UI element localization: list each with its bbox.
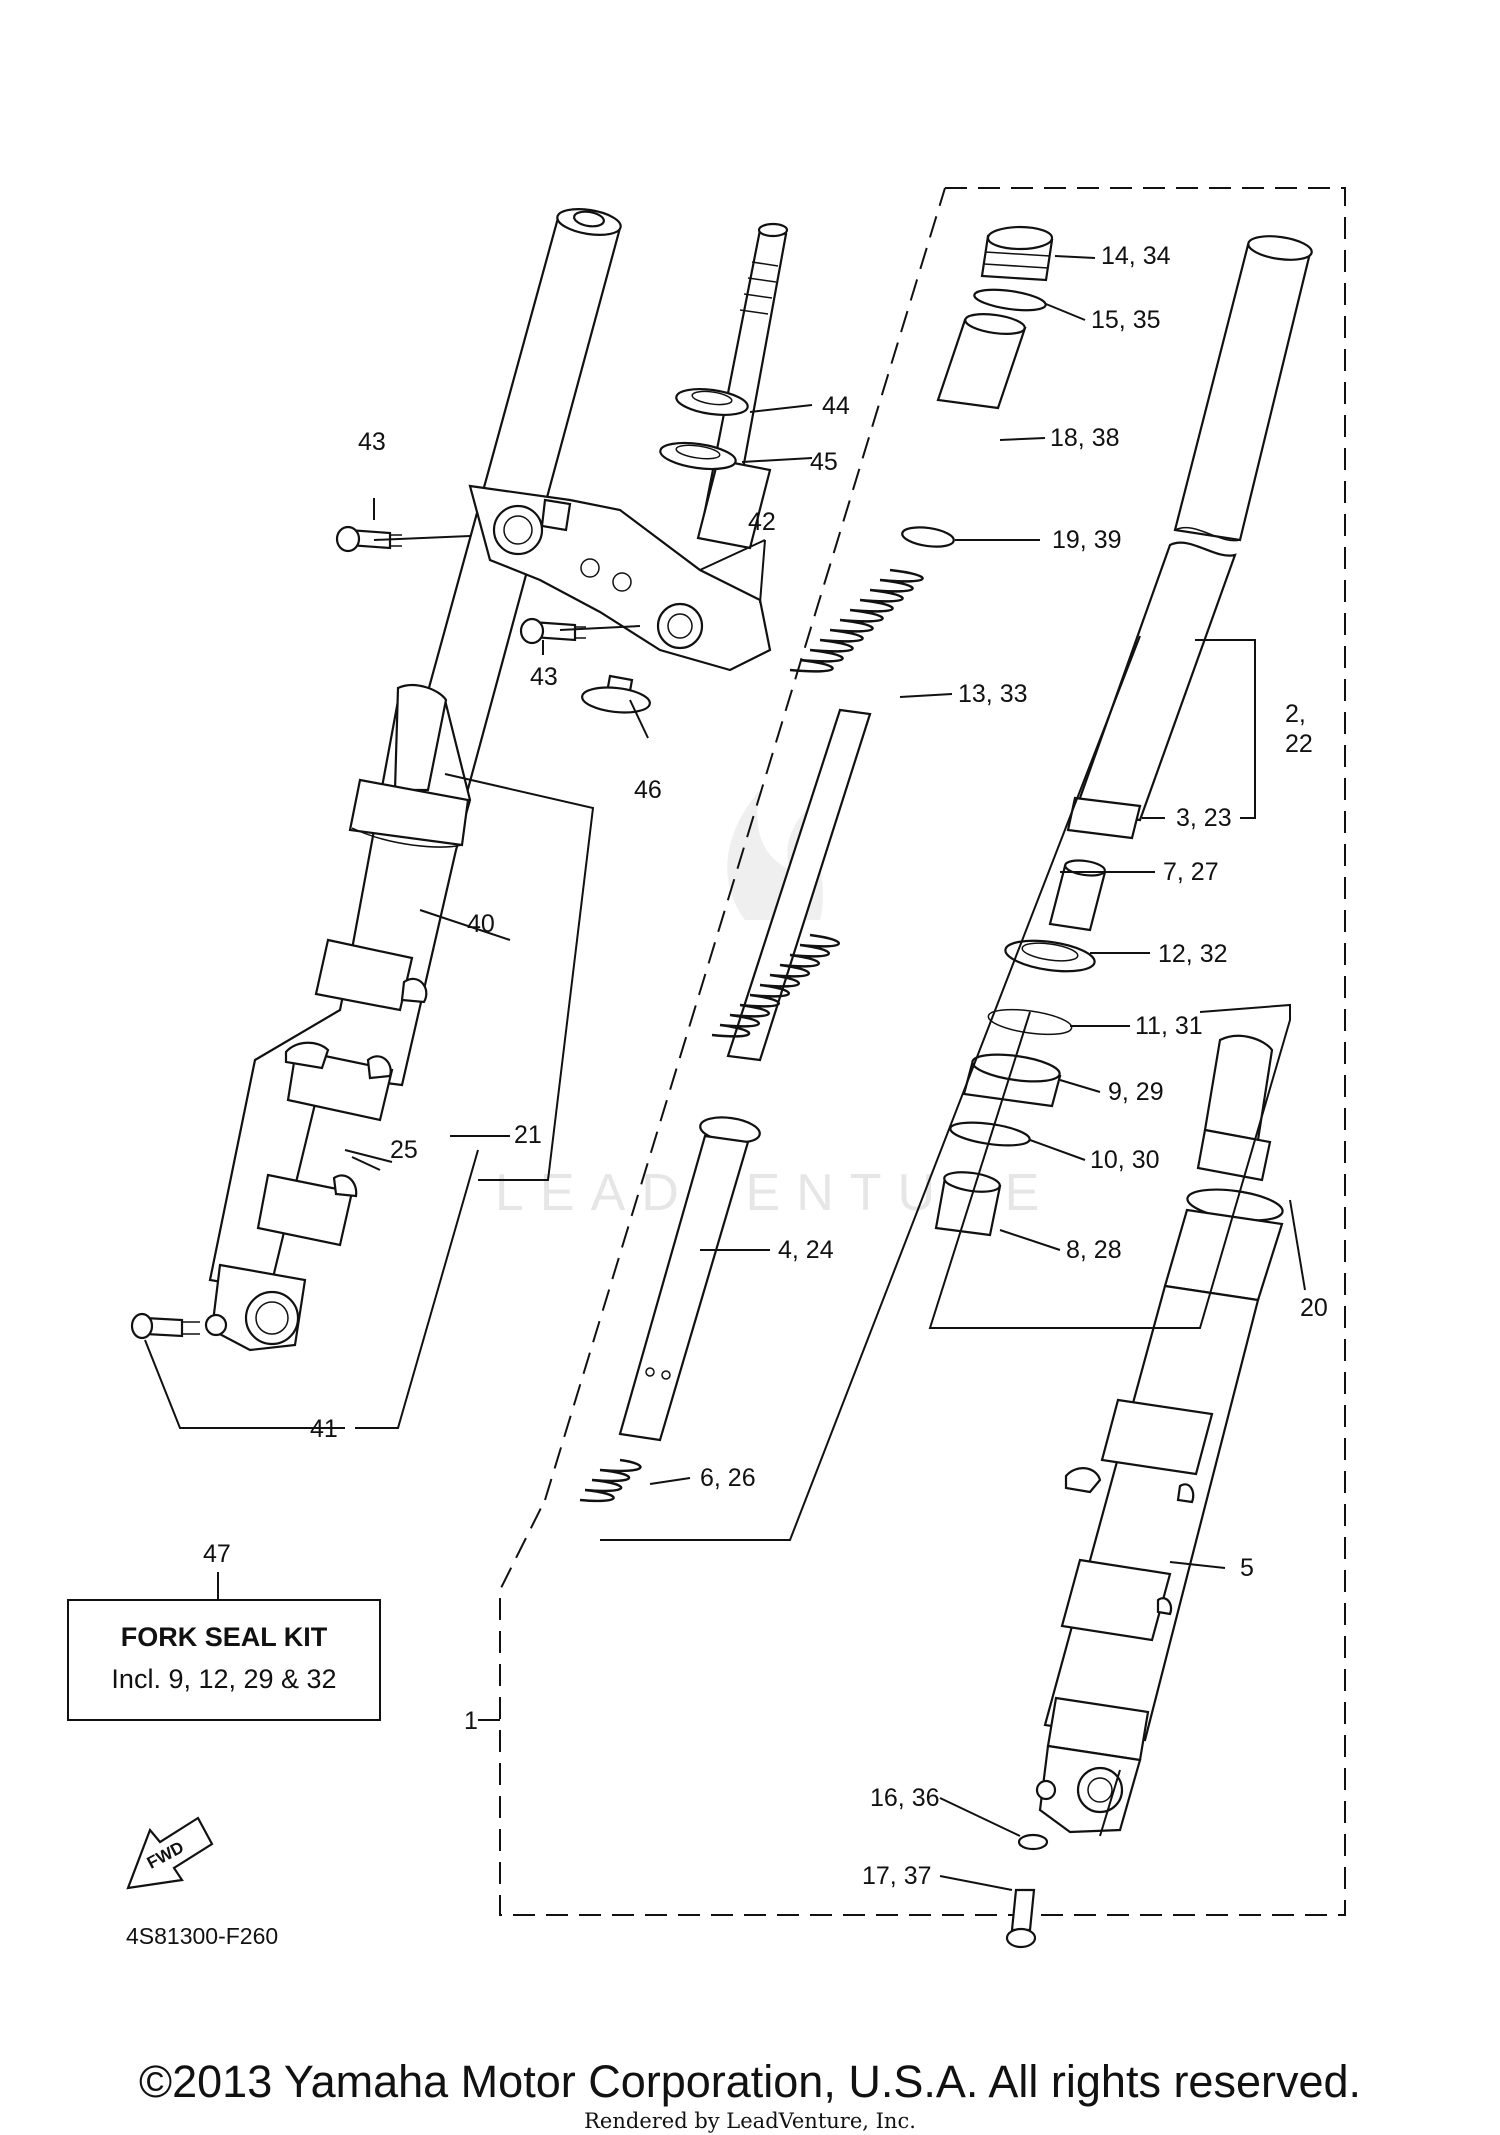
callout-1: 1: [464, 1707, 478, 1735]
callout-20: 20: [1300, 1294, 1328, 1322]
callout-2-22-top: 2,: [1285, 700, 1306, 728]
callout-2-22-bottom: 22: [1285, 730, 1313, 758]
copyright-notice: ©2013 Yamaha Motor Corporation, U.S.A. A…: [139, 2056, 1361, 2107]
callout-9-29: 9, 29: [1108, 1078, 1164, 1106]
callout-7-27: 7, 27: [1163, 858, 1219, 886]
callout-8-28: 8, 28: [1066, 1236, 1122, 1264]
callout-21: 21: [514, 1121, 542, 1149]
callout-11-31: 11, 31: [1135, 1012, 1203, 1040]
callout-43-upper: 43: [358, 428, 386, 456]
right-outer-tube: [1005, 1034, 1284, 1949]
kit-subtitle: Incl. 9, 12, 29 & 32: [111, 1664, 336, 1694]
callout-5: 5: [1240, 1554, 1254, 1582]
callout-18-38: 18, 38: [1050, 424, 1120, 452]
callout-4-24: 4, 24: [778, 1236, 834, 1264]
rendered-by-notice: Rendered by LeadVenture, Inc.: [584, 2109, 916, 2133]
leader-lines: [144, 255, 1306, 1891]
callout-17-37: 17, 37: [862, 1862, 932, 1890]
kit-title: FORK SEAL KIT: [121, 1622, 328, 1652]
callout-16-36: 16, 36: [870, 1784, 940, 1812]
callout-12-32: 12, 32: [1158, 940, 1228, 968]
callout-13-33: 13, 33: [958, 680, 1028, 708]
callout-14-34: 14, 34: [1101, 242, 1171, 270]
callout-41: 41: [310, 1415, 338, 1443]
callout-15-35: 15, 35: [1091, 306, 1161, 334]
callout-47: 47: [203, 1540, 231, 1568]
callout-3-23: 3, 23: [1176, 804, 1232, 832]
callout-42: 42: [748, 508, 776, 536]
callout-45: 45: [810, 448, 838, 476]
callout-19-39: 19, 39: [1052, 526, 1122, 554]
callout-25: 25: [390, 1136, 418, 1164]
callout-labels: 14, 34 15, 35 18, 38 19, 39 13, 33 2, 22…: [310, 242, 1328, 1890]
callout-40: 40: [467, 910, 495, 938]
fork-seal-kit-box: 47 FORK SEAL KIT Incl. 9, 12, 29 & 32: [67, 1540, 381, 1721]
callout-10-30: 10, 30: [1090, 1146, 1160, 1174]
diagram-code: 4S81300-F260: [126, 1923, 278, 1949]
steering-stem-assembly: [335, 222, 789, 714]
callout-6-26: 6, 26: [700, 1464, 756, 1492]
callout-46: 46: [634, 776, 662, 804]
fork-internals: [499, 187, 1346, 1916]
fwd-arrow-icon: FWD: [126, 1816, 214, 1890]
right-exploded-tube: [934, 235, 1313, 1237]
callout-43-lower: 43: [530, 663, 558, 691]
callout-44: 44: [822, 392, 850, 420]
